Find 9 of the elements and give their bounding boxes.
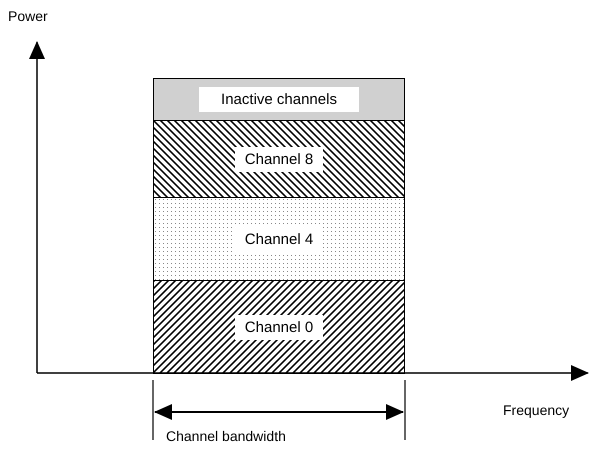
channel-band [153,197,405,281]
axis-label: Power [8,8,48,24]
band-label: Channel 0 [234,314,324,340]
band-label: Channel 8 [234,146,324,172]
axis-label: Frequency [503,402,570,418]
channel-band [153,280,405,374]
band-label: Inactive channels [199,87,359,112]
channel-band [153,78,405,121]
channel-band [153,120,405,198]
